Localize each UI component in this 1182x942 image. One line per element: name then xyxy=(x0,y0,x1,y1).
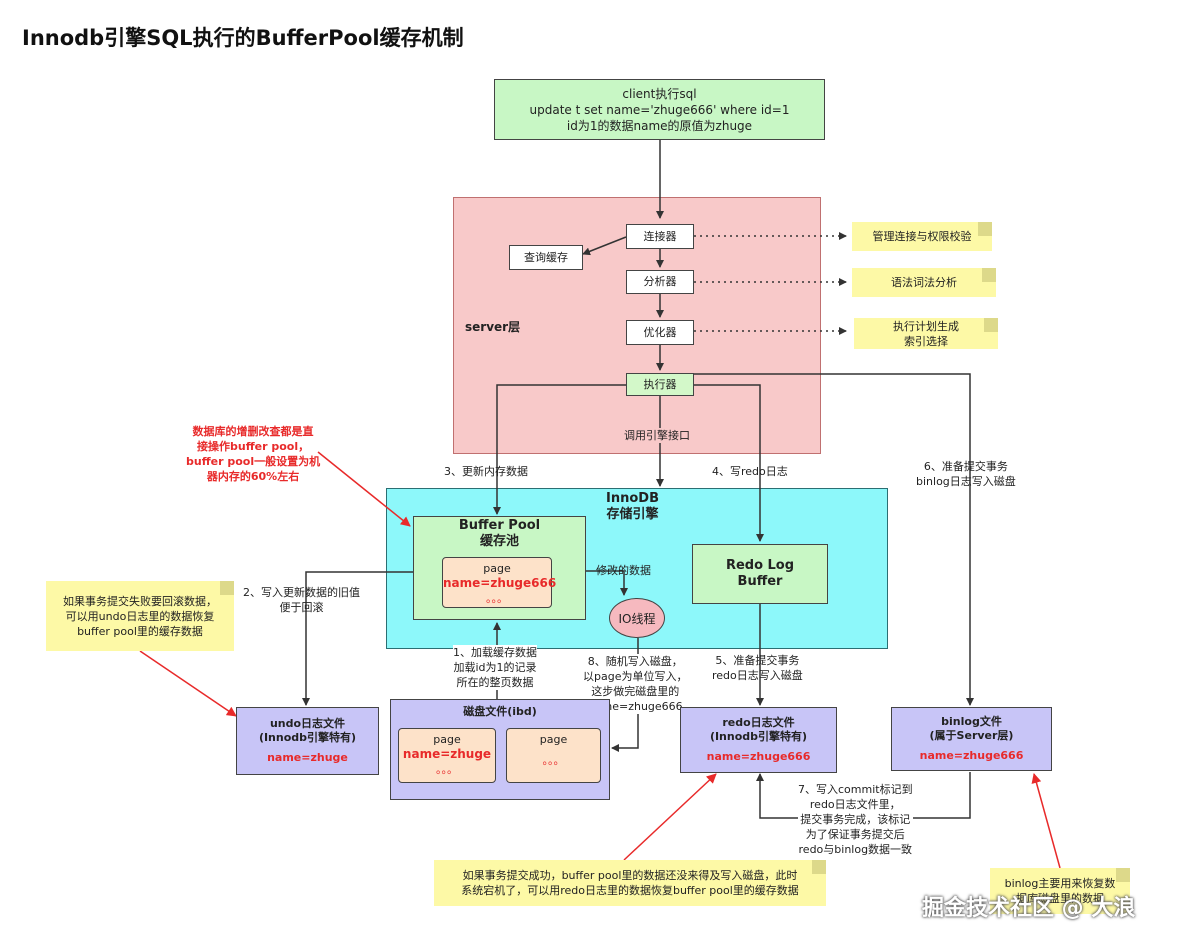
note-redo: 如果事务提交成功，buffer pool里的数据还没来得及写入磁盘，此时 系统宕… xyxy=(434,860,826,906)
innodb-title: InnoDB 存储引擎 xyxy=(606,491,659,523)
note-binlog-line-1: binlog主要用来恢复数 xyxy=(1004,877,1116,890)
buffer-pool-page: page name=zhuge666 。。。 xyxy=(442,557,557,608)
step-1-label: 1、加载缓存数据 加载id为1的记录 所在的整页数据 xyxy=(453,645,537,690)
undo-file-title-1: undo日志文件 xyxy=(269,717,346,730)
analyzer-box: 分析器 xyxy=(626,270,694,294)
executor-box: 执行器 xyxy=(626,373,694,396)
step-5-line-1: 5、准备提交事务 xyxy=(715,654,800,667)
step-2-label: 2、写入更新数据的旧值 便于回滚 xyxy=(243,585,360,615)
connector-box: 连接器 xyxy=(626,224,694,249)
note-fold xyxy=(812,860,826,874)
note-fold xyxy=(984,318,998,332)
client-line-1: client执行sql xyxy=(622,86,697,101)
step-4-label: 4、写redo日志 xyxy=(712,465,788,478)
note-binlog-line-2: 据库磁盘里的数据 xyxy=(1016,892,1104,905)
step-8-line-3: 这步做完磁盘里的 xyxy=(591,685,680,698)
step-8-line-4: name=zhuge666 xyxy=(587,700,683,713)
step-3-label: 3、更新内存数据 xyxy=(444,465,528,478)
red-note-line-4: 器内存的60%左右 xyxy=(206,470,300,483)
disk-page-1-label: page xyxy=(433,733,461,746)
note-binlog: binlog主要用来恢复数 据库磁盘里的数据 xyxy=(990,868,1130,914)
bp-page-label: page xyxy=(483,562,511,575)
innodb-title-line-2: 存储引擎 xyxy=(606,507,659,522)
step-1-line-1: 1、加载缓存数据 xyxy=(453,646,537,659)
note-fold xyxy=(220,581,234,595)
note-connection: 管理连接与权限校验 xyxy=(852,222,992,251)
buffer-pool-title-line-2: 缓存池 xyxy=(479,534,519,549)
client-sql-box: client执行sql update t set name='zhuge666'… xyxy=(494,79,825,140)
undo-log-file: undo日志文件 (Innodb引擎特有) name=zhuge xyxy=(236,707,379,775)
note-fold xyxy=(1116,868,1130,882)
binlog-file-value: name=zhuge666 xyxy=(919,749,1024,762)
watermark: 掘金技术社区 @ 大浪 xyxy=(922,896,1136,921)
client-line-3: id为1的数据name的原值为zhuge xyxy=(566,118,753,133)
note-undo-line-2: 可以用undo日志里的数据恢复 xyxy=(65,609,215,623)
disk-page-2-dots: 。。。 xyxy=(542,754,565,767)
disk-page-2-label: page xyxy=(539,733,568,746)
binlog-file-title-2: (属于Server层) xyxy=(929,729,1014,742)
redo-buffer-line-1: Redo Log xyxy=(725,558,795,573)
step-2-line-2: 便于回滚 xyxy=(279,601,324,614)
server-layer-label: server层 xyxy=(465,320,521,334)
engine-interface-label: 调用引擎接口 xyxy=(623,428,691,443)
step-1-line-2: 加载id为1的记录 xyxy=(453,661,537,674)
step-6-label: 6、准备提交事务 binlog日志写入磁盘 xyxy=(916,459,1016,489)
note-optimizer: 执行计划生成 索引选择 xyxy=(854,318,998,349)
undo-file-title-2: (Innodb引擎特有) xyxy=(258,731,357,744)
page-title: Innodb引擎SQL执行的BufferPool缓存机制 xyxy=(22,26,464,50)
undo-file-value: name=zhuge xyxy=(267,751,348,764)
note-optimizer-line-2: 索引选择 xyxy=(904,334,948,348)
step-7-line-3: 提交事务完成，该标记 xyxy=(800,813,911,826)
buffer-pool-title-line-1: Buffer Pool xyxy=(458,518,541,533)
query-cache-box: 查询缓存 xyxy=(509,245,583,270)
red-note-line-1: 数据库的增删改查都是直 xyxy=(192,425,314,438)
step-7-label: 7、写入commit标记到 redo日志文件里， 提交事务完成，该标记 为了保证… xyxy=(798,782,913,857)
step-7-line-4: 为了保证事务提交后 xyxy=(805,828,905,841)
note-fold xyxy=(978,222,992,236)
step-8-line-2: 以page为单位写入， xyxy=(583,670,688,683)
binlog-file: binlog文件 (属于Server层) name=zhuge666 xyxy=(891,707,1052,771)
disk-page-1-value: name=zhuge xyxy=(402,747,492,761)
note-optimizer-line-1: 执行计划生成 xyxy=(893,319,959,333)
disk-page-1-dots: 。。。 xyxy=(436,763,458,776)
redo-log-file: redo日志文件 (Innodb引擎特有) name=zhuge666 xyxy=(680,707,837,773)
step-5-line-2: redo日志写入磁盘 xyxy=(712,669,803,682)
disk-page-2: page 。。。 xyxy=(506,728,601,783)
innodb-title-line-1: InnoDB xyxy=(606,491,659,506)
redo-file-value: name=zhuge666 xyxy=(706,750,811,763)
buffer-pool-red-note: 数据库的增删改查都是直 接操作buffer pool， buffer pool一… xyxy=(186,424,320,484)
step-6-line-2: binlog日志写入磁盘 xyxy=(916,475,1016,488)
bp-page-dots: 。。。 xyxy=(486,592,508,605)
io-thread-node: IO线程 xyxy=(609,598,665,638)
step-7-line-5: redo与binlog数据一致 xyxy=(798,843,913,856)
binlog-file-title-1: binlog文件 xyxy=(941,715,1002,728)
step-8-line-1: 8、随机写入磁盘， xyxy=(587,655,683,668)
red-note-line-3: buffer pool一般设置为机 xyxy=(186,455,321,468)
note-fold xyxy=(982,268,996,282)
disk-page-1: page name=zhuge 。。。 xyxy=(398,728,496,783)
step-6-line-1: 6、准备提交事务 xyxy=(923,460,1008,473)
step-5-label: 5、准备提交事务 redo日志写入磁盘 xyxy=(712,653,803,683)
note-undo: 如果事务提交失败要回滚数据， 可以用undo日志里的数据恢复 buffer po… xyxy=(46,581,234,651)
note-redo-line-2: 系统宕机了，可以用redo日志里的数据恢复buffer pool里的缓存数据 xyxy=(461,884,799,897)
optimizer-box: 优化器 xyxy=(626,320,694,345)
step-2-line-1: 2、写入更新数据的旧值 xyxy=(243,586,360,599)
step-7-line-1: 7、写入commit标记到 xyxy=(798,783,913,796)
step-1-line-3: 所在的整页数据 xyxy=(456,676,534,689)
note-analyzer: 语法词法分析 xyxy=(852,268,996,297)
redo-log-buffer-box: Redo Log Buffer xyxy=(692,544,828,604)
red-note-line-2: 接操作buffer pool， xyxy=(197,440,310,453)
modified-data-label: 修改的数据 xyxy=(596,564,651,577)
note-redo-line-1: 如果事务提交成功，buffer pool里的数据还没来得及写入磁盘，此时 xyxy=(462,869,798,882)
note-undo-line-1: 如果事务提交失败要回滚数据， xyxy=(63,594,217,608)
buffer-pool-title: Buffer Pool 缓存池 xyxy=(413,518,586,550)
note-undo-line-3: buffer pool里的缓存数据 xyxy=(77,624,203,638)
redo-buffer-line-2: Buffer xyxy=(737,574,783,589)
redo-file-title-1: redo日志文件 xyxy=(722,716,795,729)
bp-page-value: name=zhuge666 xyxy=(443,576,557,590)
client-line-2: update t set name='zhuge666' where id=1 xyxy=(529,102,790,117)
disk-file-title: 磁盘文件(ibd) xyxy=(463,705,537,718)
redo-file-title-2: (Innodb引擎特有) xyxy=(709,730,808,743)
step-7-line-2: redo日志文件里， xyxy=(809,798,901,811)
